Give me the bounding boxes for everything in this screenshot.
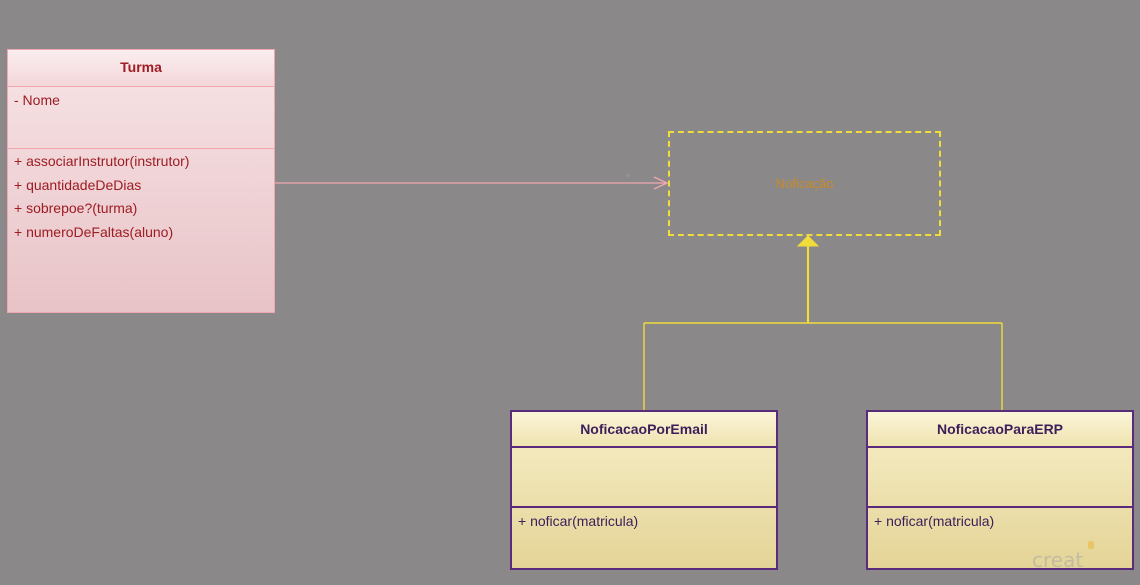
attribute-row: - Nome <box>14 92 60 108</box>
class-erp-name: NoficacaoParaERP <box>868 412 1132 448</box>
operation-row: + numeroDeFaltas(aluno) <box>14 223 174 240</box>
watermark-text: creat <box>1032 548 1084 572</box>
class-turma-operations: + associarInstrutor(instrutor) + quantid… <box>8 149 274 248</box>
operation-row: + associarInstrutor(instrutor) <box>14 153 190 169</box>
generalization-arrowhead <box>796 235 820 247</box>
association-arrowhead <box>653 176 669 190</box>
class-turma-name: Turma <box>8 50 274 87</box>
class-noficacao-por-email[interactable]: NoficacaoPorEmail + noficar(matricula) <box>510 410 778 570</box>
class-turma-attributes: - Nome <box>8 87 274 149</box>
watermark-logo-icon <box>1088 541 1094 549</box>
class-email-name: NoficacaoPorEmail <box>512 412 776 448</box>
operation-row: + noficar(matricula) <box>518 513 639 529</box>
operation-row: + noficar(matricula) <box>874 513 995 529</box>
class-email-attributes <box>512 448 776 508</box>
operation-row: + sobrepoe?(turma) <box>14 200 138 216</box>
class-turma[interactable]: Turma - Nome + associarInstrutor(instrut… <box>7 49 275 313</box>
interface-notificacao-name: Noficação <box>775 176 834 191</box>
interface-notificacao[interactable]: Noficação <box>668 131 941 236</box>
class-erp-attributes <box>868 448 1132 508</box>
generalization-connector[interactable] <box>643 245 1003 410</box>
class-email-operations: + noficar(matricula) <box>512 508 776 538</box>
class-erp-operations: + noficar(matricula) <box>868 508 1132 538</box>
association-multiplicity: * <box>626 172 631 184</box>
operation-row: + quantidadeDeDias <box>14 176 142 193</box>
class-noficacao-para-erp[interactable]: NoficacaoParaERP + noficar(matricula) <box>866 410 1134 570</box>
